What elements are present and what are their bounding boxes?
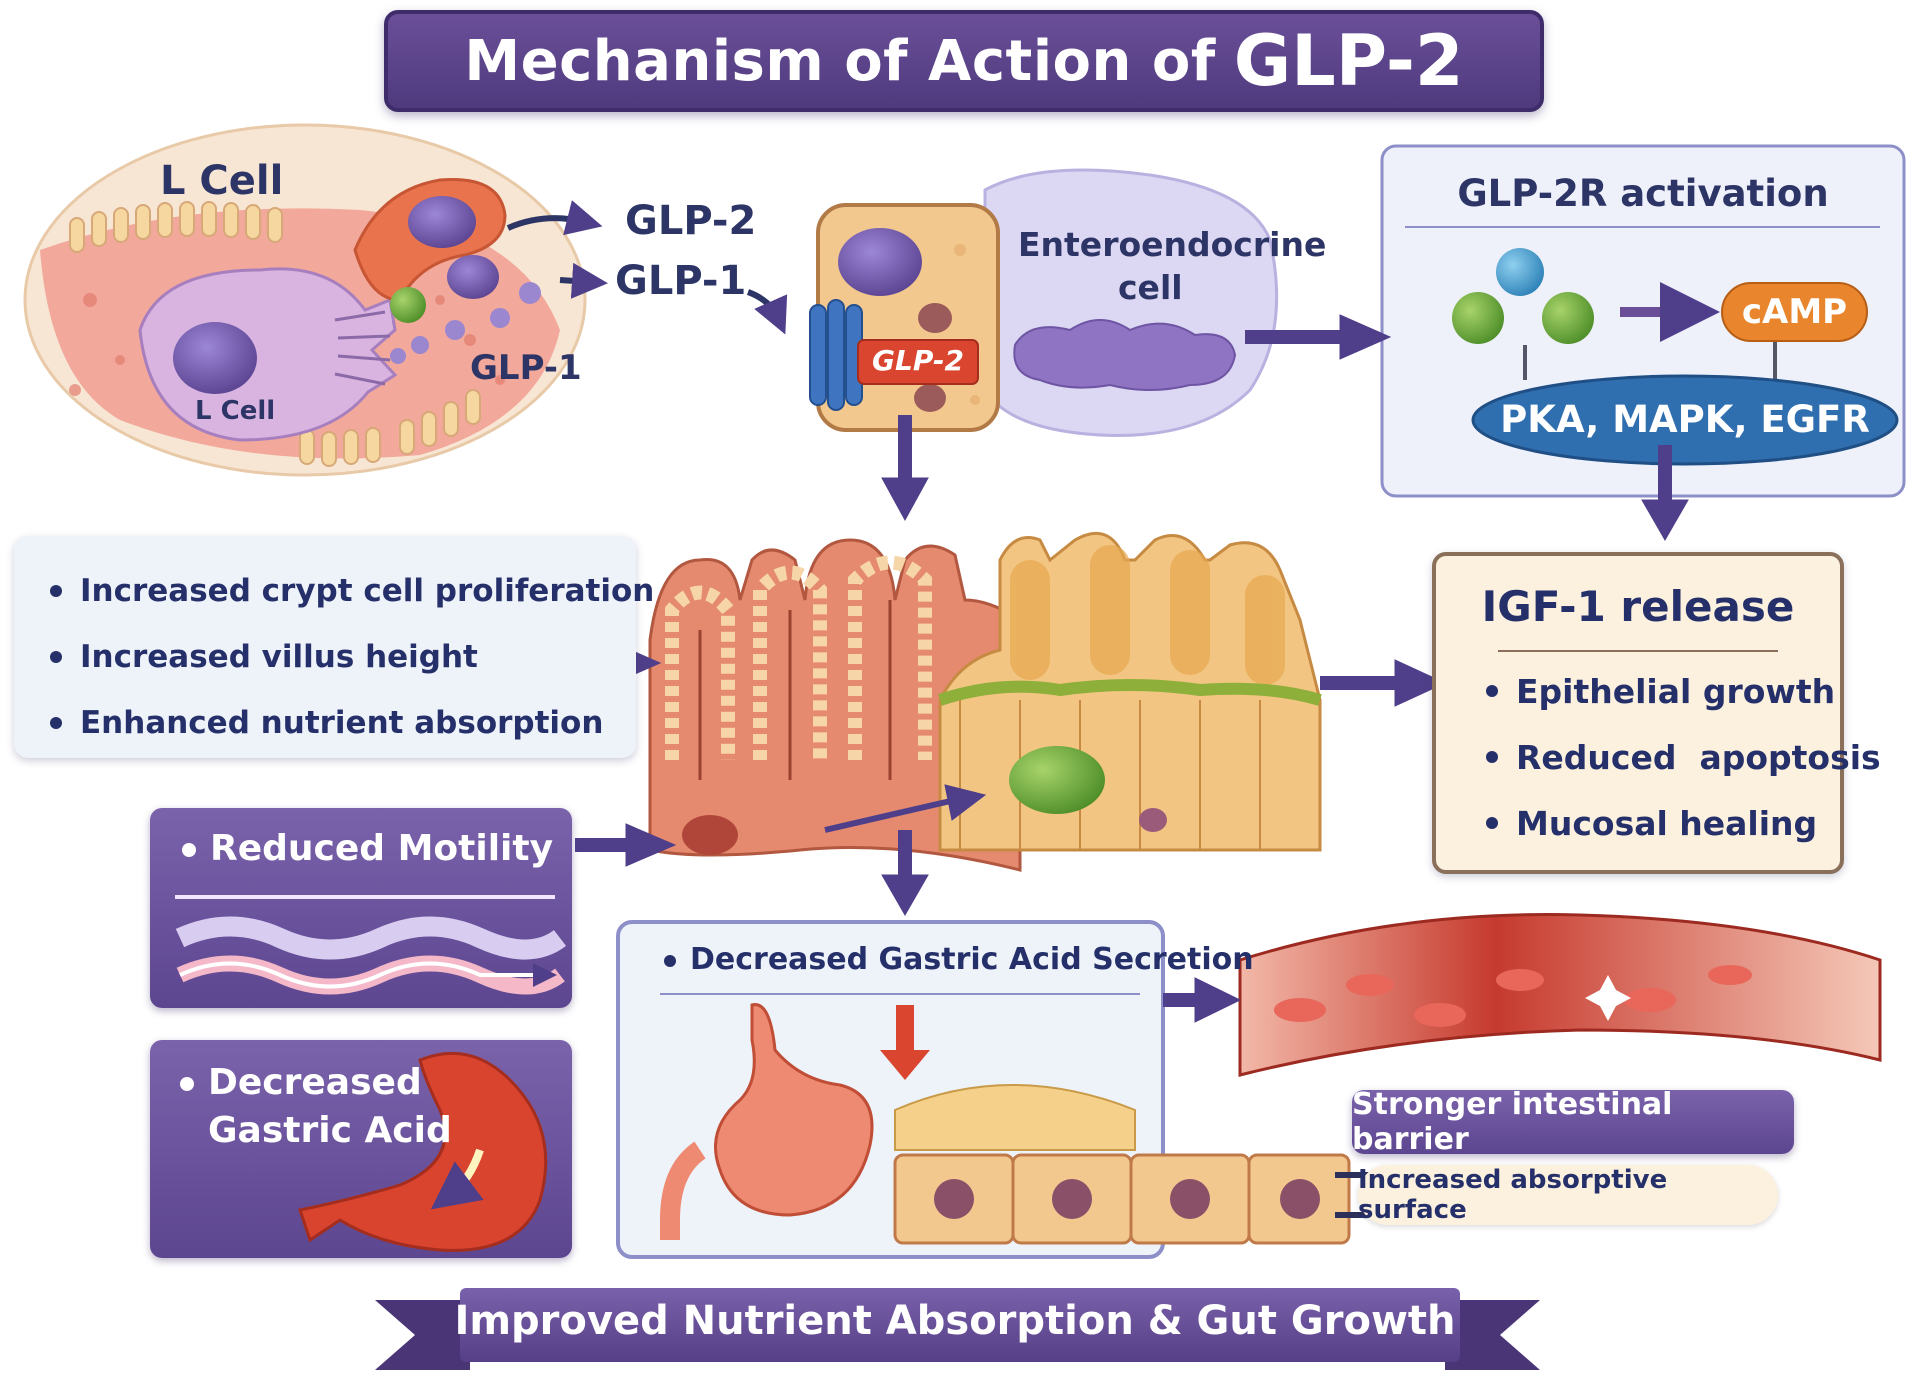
motility-wave	[175, 916, 567, 995]
secretion-glp1-label: GLP-1	[615, 258, 747, 304]
title-banner: Mechanism of Action of GLP-2	[384, 10, 1544, 112]
flow-arrows	[540, 314, 1689, 1023]
acid-card-label-line1: Decreased	[180, 1062, 422, 1103]
arrow-right-icon	[824, 784, 987, 833]
absorptive-surface-label: Increased absorptive surface	[1358, 1165, 1778, 1225]
secretion-panel-box	[616, 920, 1385, 1259]
bullet-icon	[180, 1077, 194, 1091]
arrow-right-icon	[1320, 659, 1447, 707]
enteroendocrine-label-line2: cell	[1118, 268, 1183, 307]
effect-item: Increased villus height	[50, 624, 636, 690]
enteroendocrine-label-line1: Enteroendocrine	[1018, 225, 1327, 264]
glp2r-panel-title: GLP-2R activation	[1457, 172, 1829, 215]
igf-item: Mucosal healing	[1486, 790, 1881, 856]
secretion-glp1-small-label: GLP-1	[470, 348, 582, 388]
igf-item: Reduced apoptosis	[1486, 724, 1881, 790]
footer-label: Improved Nutrient Absorption & Gut Growt…	[454, 1298, 1456, 1344]
enteroendocrine-illustration	[809, 168, 1279, 437]
villi-illustration	[648, 531, 1322, 872]
barrier-label-box: Stronger intestinal barrier	[1352, 1087, 1794, 1157]
bullet-icon	[1486, 817, 1498, 829]
arrow-down-icon	[881, 415, 929, 522]
acid-card-label-line2: Gastric Acid	[208, 1110, 452, 1151]
glp2-receptor-tag: GLP-2	[872, 344, 964, 377]
camp-label: cAMP	[1741, 292, 1848, 332]
footer-ribbon	[375, 1288, 1540, 1370]
arrow-right-icon	[1163, 977, 1242, 1023]
sparkle-icon	[1585, 975, 1631, 1021]
title-highlight: GLP-2	[1233, 20, 1464, 102]
bullet-icon	[50, 651, 62, 663]
bullet-icon	[664, 954, 676, 967]
motility-divider	[175, 895, 555, 899]
arrow-right-icon	[575, 823, 677, 867]
igf-panel: IGF-1 release Epithelial growth Reduced …	[1432, 552, 1881, 874]
igf-panel-title: IGF-1 release	[1481, 582, 1795, 631]
arrow-down-icon	[1641, 445, 1689, 542]
motility-card-label: Reduced Motility	[182, 828, 553, 869]
l-cell-inner-label: L Cell	[195, 396, 276, 426]
secretion-glp2-label: GLP-2	[625, 198, 757, 244]
arrow-down-icon	[881, 830, 929, 917]
left-effects-panel: Increased crypt cell proliferation Incre…	[14, 536, 654, 758]
bullet-icon	[1486, 685, 1498, 697]
glp2r-panel-box	[1380, 144, 1906, 498]
l-cell-top-label: L Cell	[160, 158, 284, 204]
igf-item: Epithelial growth	[1486, 658, 1881, 724]
bullet-icon	[1486, 751, 1498, 763]
title-prefix: Mechanism of Action of	[464, 28, 1216, 94]
blood-vessel-illustration	[1238, 913, 1882, 1077]
arrow-right-icon	[1245, 314, 1392, 360]
bullet-icon	[50, 585, 62, 597]
bullet-icon	[182, 843, 196, 857]
effect-item: Enhanced nutrient absorption	[50, 690, 636, 756]
l-cell-illustration	[23, 123, 788, 477]
effect-item: Increased crypt cell proliferation	[50, 558, 654, 624]
secretion-panel-title: Decreased Gastric Acid Secretion	[664, 942, 1254, 977]
acid-card-stomach	[298, 1051, 548, 1252]
igf-divider	[1498, 650, 1778, 652]
pathways-label: PKA, MAPK, EGFR	[1500, 398, 1870, 441]
bullet-icon	[50, 717, 62, 729]
